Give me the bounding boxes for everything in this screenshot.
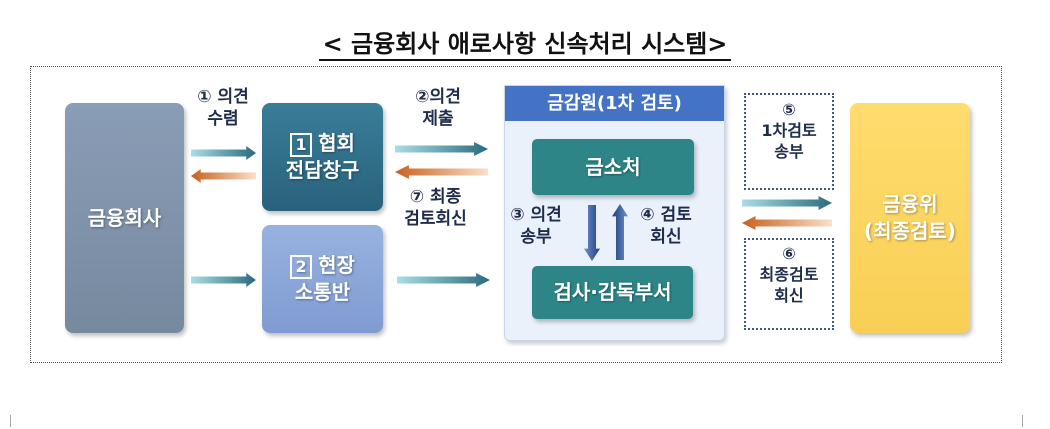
fsc-box: 금융위(최종검토) [850, 103, 970, 333]
arrow-right-icon [395, 142, 488, 156]
financial-company-box: 금융회사 [65, 103, 184, 333]
arrow-down-icon [584, 205, 600, 261]
arrow-left-icon [191, 169, 256, 183]
arrow-up-icon [612, 204, 628, 260]
page-corner-mark [0, 415, 11, 427]
step6-label: ⑥ 최종검토 회신 [759, 244, 819, 305]
step6-box [744, 238, 834, 330]
inspection-dept-box: 검사·감독부서 [532, 266, 693, 319]
arrow-right-icon [191, 146, 256, 160]
arrow-left-icon [395, 165, 488, 179]
page-corner-mark [1022, 415, 1033, 427]
number-badge: 2 [290, 255, 313, 279]
diagram-title: < 금융회사 애로사항 신속처리 시스템> [0, 24, 1050, 61]
fss-header: 금감원(1차 검토) [505, 86, 724, 121]
arrow-right-icon [191, 273, 256, 287]
step2-label: ②의견 제출 [415, 87, 461, 130]
step1-label: ① 의견 수렴 [197, 87, 249, 130]
step4-label: ④ 검토 회신 [640, 205, 692, 248]
step7-label: ⑦ 최종 검토회신 [404, 187, 467, 230]
diagram-frame [30, 66, 1002, 363]
consumer-protection-box: 금소처 [532, 139, 694, 195]
step5-label: ⑤ 1차검토 송부 [761, 100, 817, 161]
arrow-right-icon [742, 196, 832, 210]
number-badge: 1 [290, 133, 313, 157]
arrow-left-icon [742, 216, 832, 230]
arrow-right-icon [397, 273, 490, 287]
step3-label: ③ 의견 송부 [510, 205, 562, 248]
step5-box [744, 93, 834, 190]
